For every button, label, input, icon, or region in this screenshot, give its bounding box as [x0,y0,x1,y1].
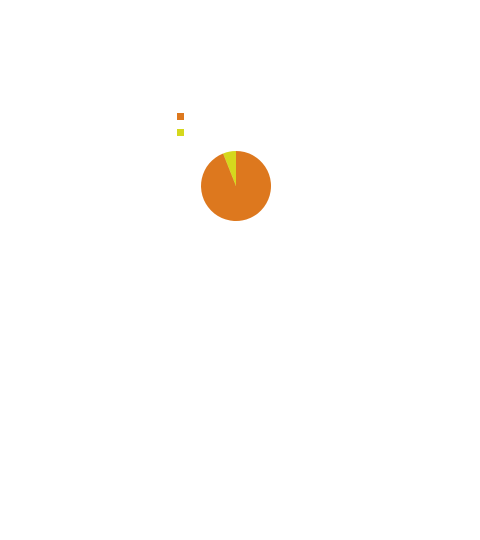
legend-swatch-1[interactable] [177,113,184,120]
pie-slice-2[interactable] [223,151,236,186]
chart-legend [177,113,184,136]
legend-swatch-2[interactable] [177,129,184,136]
pie-slice-1[interactable] [201,150,272,222]
pie-slices [201,150,272,222]
